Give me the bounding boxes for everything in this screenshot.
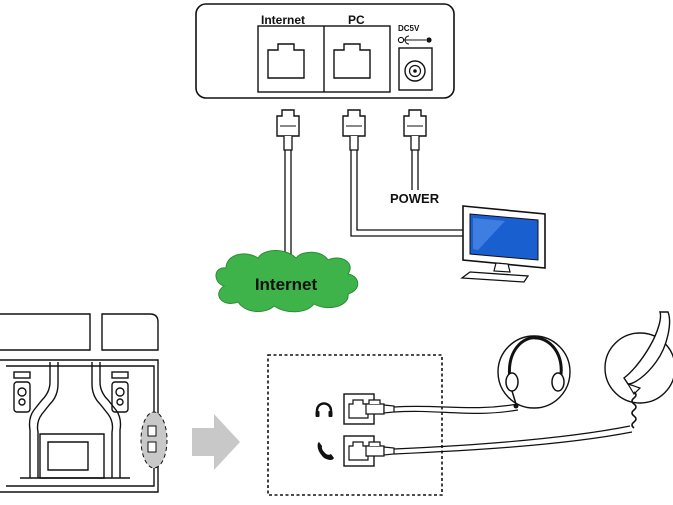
handset-device <box>604 311 673 429</box>
internet-port[interactable] <box>267 43 305 79</box>
handset-plug <box>365 441 395 457</box>
power-label: POWER <box>390 191 440 206</box>
headset-icon <box>315 402 333 417</box>
power-cable <box>411 150 419 190</box>
cloud-label: Internet <box>255 275 318 294</box>
headset-cable <box>393 403 519 415</box>
handset-cable <box>393 425 633 455</box>
headset-device <box>497 335 571 409</box>
monitor-icon <box>460 205 546 283</box>
handset-icon <box>317 442 334 460</box>
phone-back-panel: Internet PC DC5V <box>195 3 455 99</box>
pc-port-label: PC <box>348 13 365 27</box>
zoomed-port-box <box>267 354 443 496</box>
network-cable-plug <box>276 109 300 151</box>
dc-power-port[interactable] <box>397 35 433 91</box>
left-mount-hole <box>13 371 31 413</box>
headset-plug <box>365 399 395 415</box>
pc-cable-plug <box>342 109 366 151</box>
side-port-highlight <box>140 411 168 469</box>
internet-port-label: Internet <box>261 13 305 27</box>
right-mount-hole <box>111 371 129 413</box>
arrow-right-icon <box>192 414 240 470</box>
phone-rear-view <box>0 313 159 493</box>
internet-cable <box>284 150 292 258</box>
power-plug <box>403 109 427 151</box>
cloud-icon: Internet <box>215 250 359 313</box>
pc-cable <box>350 150 466 237</box>
pc-port[interactable] <box>333 43 371 79</box>
dc-port-label: DC5V <box>398 24 420 33</box>
dc-polarity-icon <box>397 35 432 45</box>
